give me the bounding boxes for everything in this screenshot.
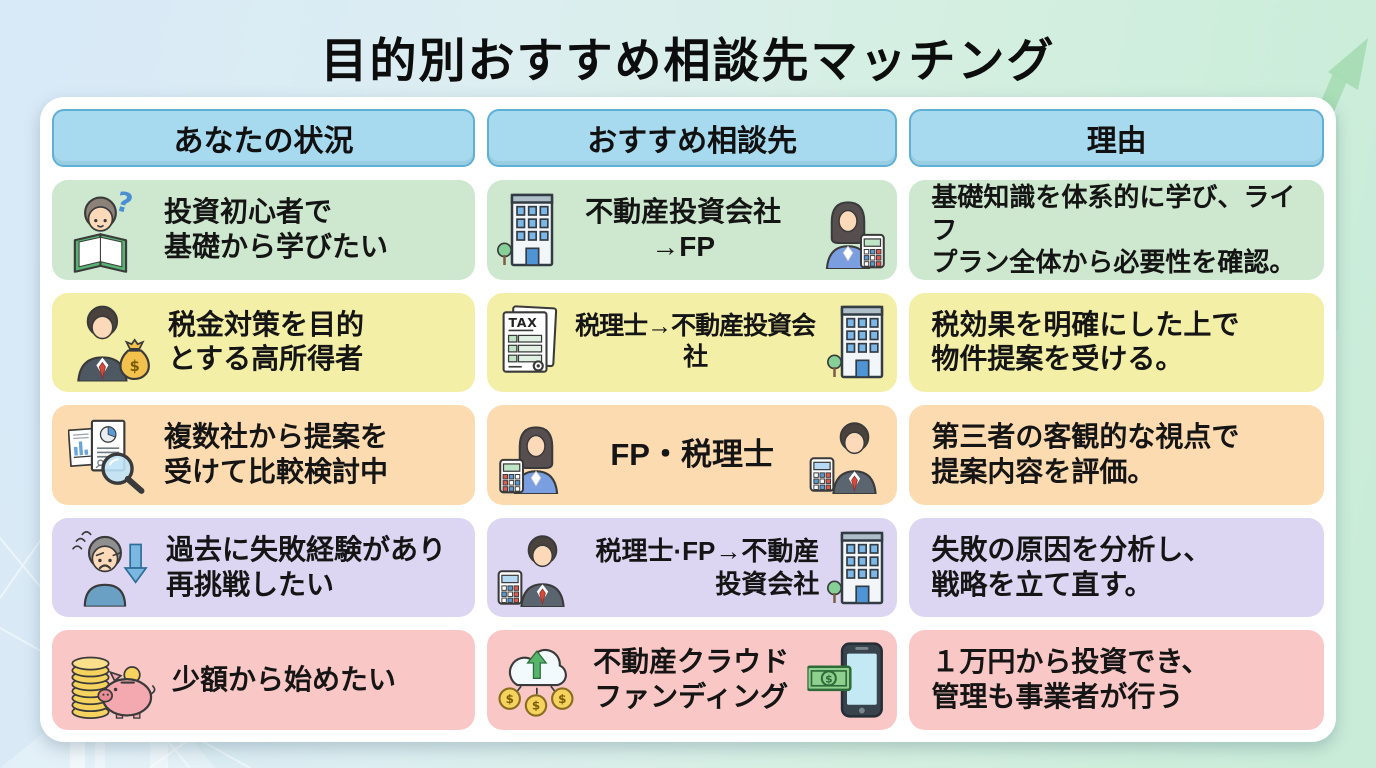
- matching-table: あなたの状況 おすすめ相談先 理由 投資初心者で 基礎から学びたい 不動産投資会…: [52, 109, 1324, 730]
- office-building-icon: [827, 303, 887, 381]
- row4-recommendation-cell: 税理士·FP→不動産 投資会社: [486, 517, 898, 618]
- situation-text: 少額から始めたい: [172, 663, 397, 695]
- row3-reason-cell: 第三者の客観的な視点で 提案内容を評価。: [909, 405, 1324, 505]
- office-building-icon: [827, 529, 887, 607]
- cloud-funding-coins-icon: [497, 641, 575, 719]
- row4-reason-cell: 失敗の原因を分析し、 戦略を立て直す。: [909, 517, 1324, 618]
- reason-text: 基礎知識を体系的に学び、ライフ プラン全体から必要性を確認。: [931, 182, 1296, 277]
- row2-recommendation-cell: 税理士→不動産投資会社: [486, 292, 898, 393]
- row1-reason-cell: 基礎知識を体系的に学び、ライフ プラン全体から必要性を確認。: [909, 180, 1324, 280]
- reason-text: 第三者の客観的な視点で 提案内容を評価。: [931, 421, 1240, 487]
- tax-accountant-man-icon: [809, 416, 887, 494]
- row4-situation-cell: 過去に失敗経験があり 再挑戦したい: [52, 517, 475, 618]
- row5-situation-cell: 少額から始めたい: [52, 630, 475, 730]
- sad-person-down-arrow-icon: [68, 529, 152, 607]
- smartphone-money-icon: [807, 642, 887, 718]
- recommendation-text: 不動産クラウド ファンディング: [593, 646, 790, 713]
- recommendation-text: 税理士→不動産投資会社: [575, 312, 816, 372]
- tax-document-icon: [497, 303, 563, 381]
- reason-text: 失敗の原因を分析し、 戦略を立て直す。: [931, 533, 1212, 600]
- row3-situation-cell: 複数社から提案を 受けて比較検討中: [52, 405, 475, 505]
- recommendation-text: 税理士·FP→不動産 投資会社: [595, 536, 820, 599]
- matching-table-card: あなたの状況 おすすめ相談先 理由 投資初心者で 基礎から学びたい 不動産投資会…: [40, 97, 1336, 742]
- row5-recommendation-cell: 不動産クラウド ファンディング: [486, 630, 898, 730]
- situation-text: 複数社から提案を 受けて比較検討中: [164, 421, 389, 487]
- column-header-reason: 理由: [909, 109, 1324, 167]
- tax-accountant-man-icon: [497, 529, 575, 607]
- reason-text: 税効果を明確にした上で 物件提案を受ける。: [931, 308, 1240, 375]
- row1-situation-cell: 投資初心者で 基礎から学びたい: [52, 180, 475, 280]
- reason-text: １万円から投資でき、 管理も事業者が行う: [931, 646, 1210, 713]
- column-header-situation: あなたの状況: [52, 109, 475, 167]
- column-header-recommendation: おすすめ相談先: [486, 109, 898, 167]
- documents-magnifier-icon: [68, 415, 150, 495]
- recommendation-text: FP・税理士: [610, 436, 774, 472]
- reading-beginner-icon: [68, 187, 150, 273]
- piggy-bank-coins-icon: [68, 640, 158, 720]
- page-title: 目的別おすすめ相談先マッチング: [320, 34, 1056, 87]
- row2-reason-cell: 税効果を明確にした上で 物件提案を受ける。: [909, 292, 1324, 393]
- businessman-money-bag-icon: [68, 302, 154, 382]
- row5-reason-cell: １万円から投資でき、 管理も事業者が行う: [909, 630, 1324, 730]
- fp-woman-calculator-icon: [497, 416, 575, 494]
- row1-recommendation-cell: 不動産投資会社→FP: [486, 180, 898, 280]
- office-building-icon: [497, 191, 557, 269]
- fp-woman-calculator-icon: [809, 191, 887, 269]
- recommendation-text: 不動産投資会社→FP: [585, 196, 782, 262]
- situation-text: 投資初心者で 基礎から学びたい: [164, 196, 389, 262]
- row2-situation-cell: 税金対策を目的 とする高所得者: [52, 292, 475, 393]
- situation-text: 税金対策を目的 とする高所得者: [168, 308, 365, 375]
- row3-recommendation-cell: FP・税理士: [486, 405, 898, 505]
- situation-text: 過去に失敗経験があり 再挑戦したい: [166, 533, 447, 600]
